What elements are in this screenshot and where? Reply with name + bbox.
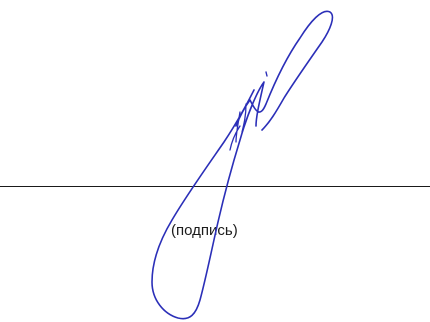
signature-line [0,186,430,187]
signature-dot [265,71,268,77]
signature-stroke-flourish [235,10,334,131]
signature-stroke-main [151,81,265,320]
signature-stroke-inner [229,103,247,151]
signature-caption: (подпись) [171,222,238,239]
